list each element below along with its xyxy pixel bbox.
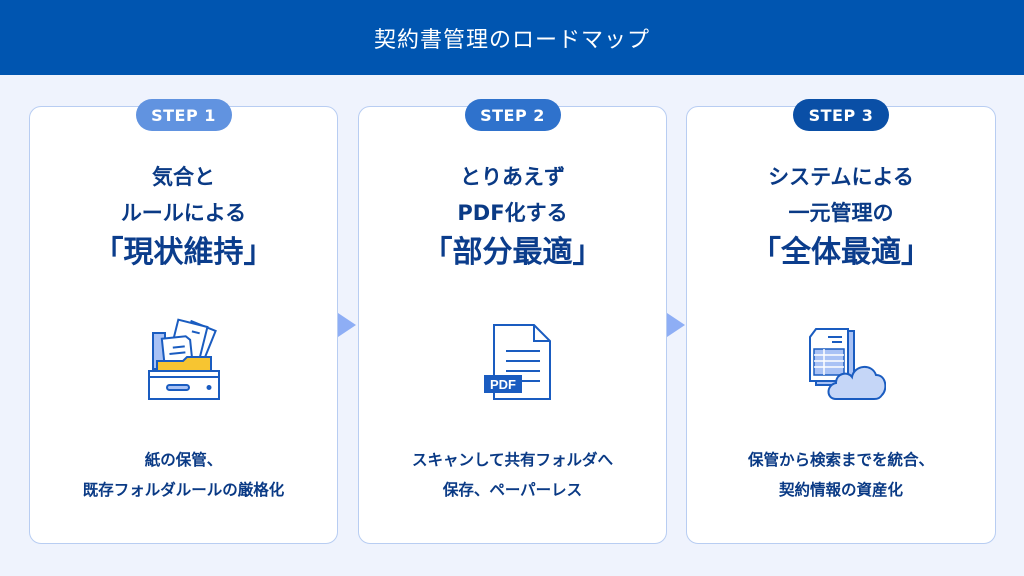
file-drawer-icon: [139, 315, 229, 405]
arrow-right-icon: [667, 313, 685, 337]
step-description-line: スキャンして共有フォルダへ: [411, 451, 614, 469]
step-description-line: 既存フォルダルールの厳格化: [82, 481, 285, 499]
step-title: 気合と ルールによる 「現状維持」: [30, 159, 337, 275]
pdf-label: PDF: [490, 377, 516, 392]
step-title-line: とりあえず: [460, 165, 565, 189]
step-title: とりあえず PDF化する 「部分最適」: [359, 159, 666, 275]
step-title-line: システムによる: [768, 165, 914, 189]
step-badge: STEP 2: [464, 99, 561, 131]
step-description: スキャンして共有フォルダへ 保存、ペーパーレス: [359, 445, 666, 505]
step-title: システムによる 一元管理の 「全体最適」: [687, 159, 995, 275]
step-card-3: STEP 3 システムによる 一元管理の 「全体最適」 保管から検索までを統合、…: [686, 99, 996, 544]
step-description: 保管から検索までを統合、 契約情報の資産化: [687, 445, 995, 505]
step-title-emphasis: 「全体最適」: [751, 235, 931, 270]
step-badge: STEP 3: [793, 99, 889, 131]
header-banner: 契約書管理のロードマップ: [0, 0, 1024, 75]
step-title-line: 気合と: [152, 165, 215, 189]
step-card-2: STEP 2 とりあえず PDF化する 「部分最適」 PDF スキャンして共有フ…: [358, 99, 667, 544]
step-title-line: PDF化する: [457, 201, 568, 225]
step-badge: STEP 1: [135, 99, 232, 131]
pdf-document-icon: PDF: [468, 315, 558, 405]
step-title-line: 一元管理の: [788, 201, 894, 225]
step-title-line: ルールによる: [120, 201, 247, 225]
step-card-1: STEP 1 気合と ルールによる 「現状維持」: [29, 99, 338, 544]
page-title: 契約書管理のロードマップ: [373, 27, 650, 53]
cloud-document-icon: [796, 315, 886, 405]
step-description-line: 保管から検索までを統合、: [747, 451, 934, 469]
step-description-line: 保存、ペーパーレス: [442, 481, 583, 499]
step-description: 紙の保管、 既存フォルダルールの厳格化: [30, 445, 337, 505]
arrow-right-icon: [338, 313, 356, 337]
step-title-emphasis: 「現状維持」: [93, 235, 274, 270]
step-description-line: 契約情報の資産化: [778, 481, 903, 499]
step-title-emphasis: 「部分最適」: [422, 235, 603, 270]
step-description-line: 紙の保管、: [144, 451, 223, 469]
